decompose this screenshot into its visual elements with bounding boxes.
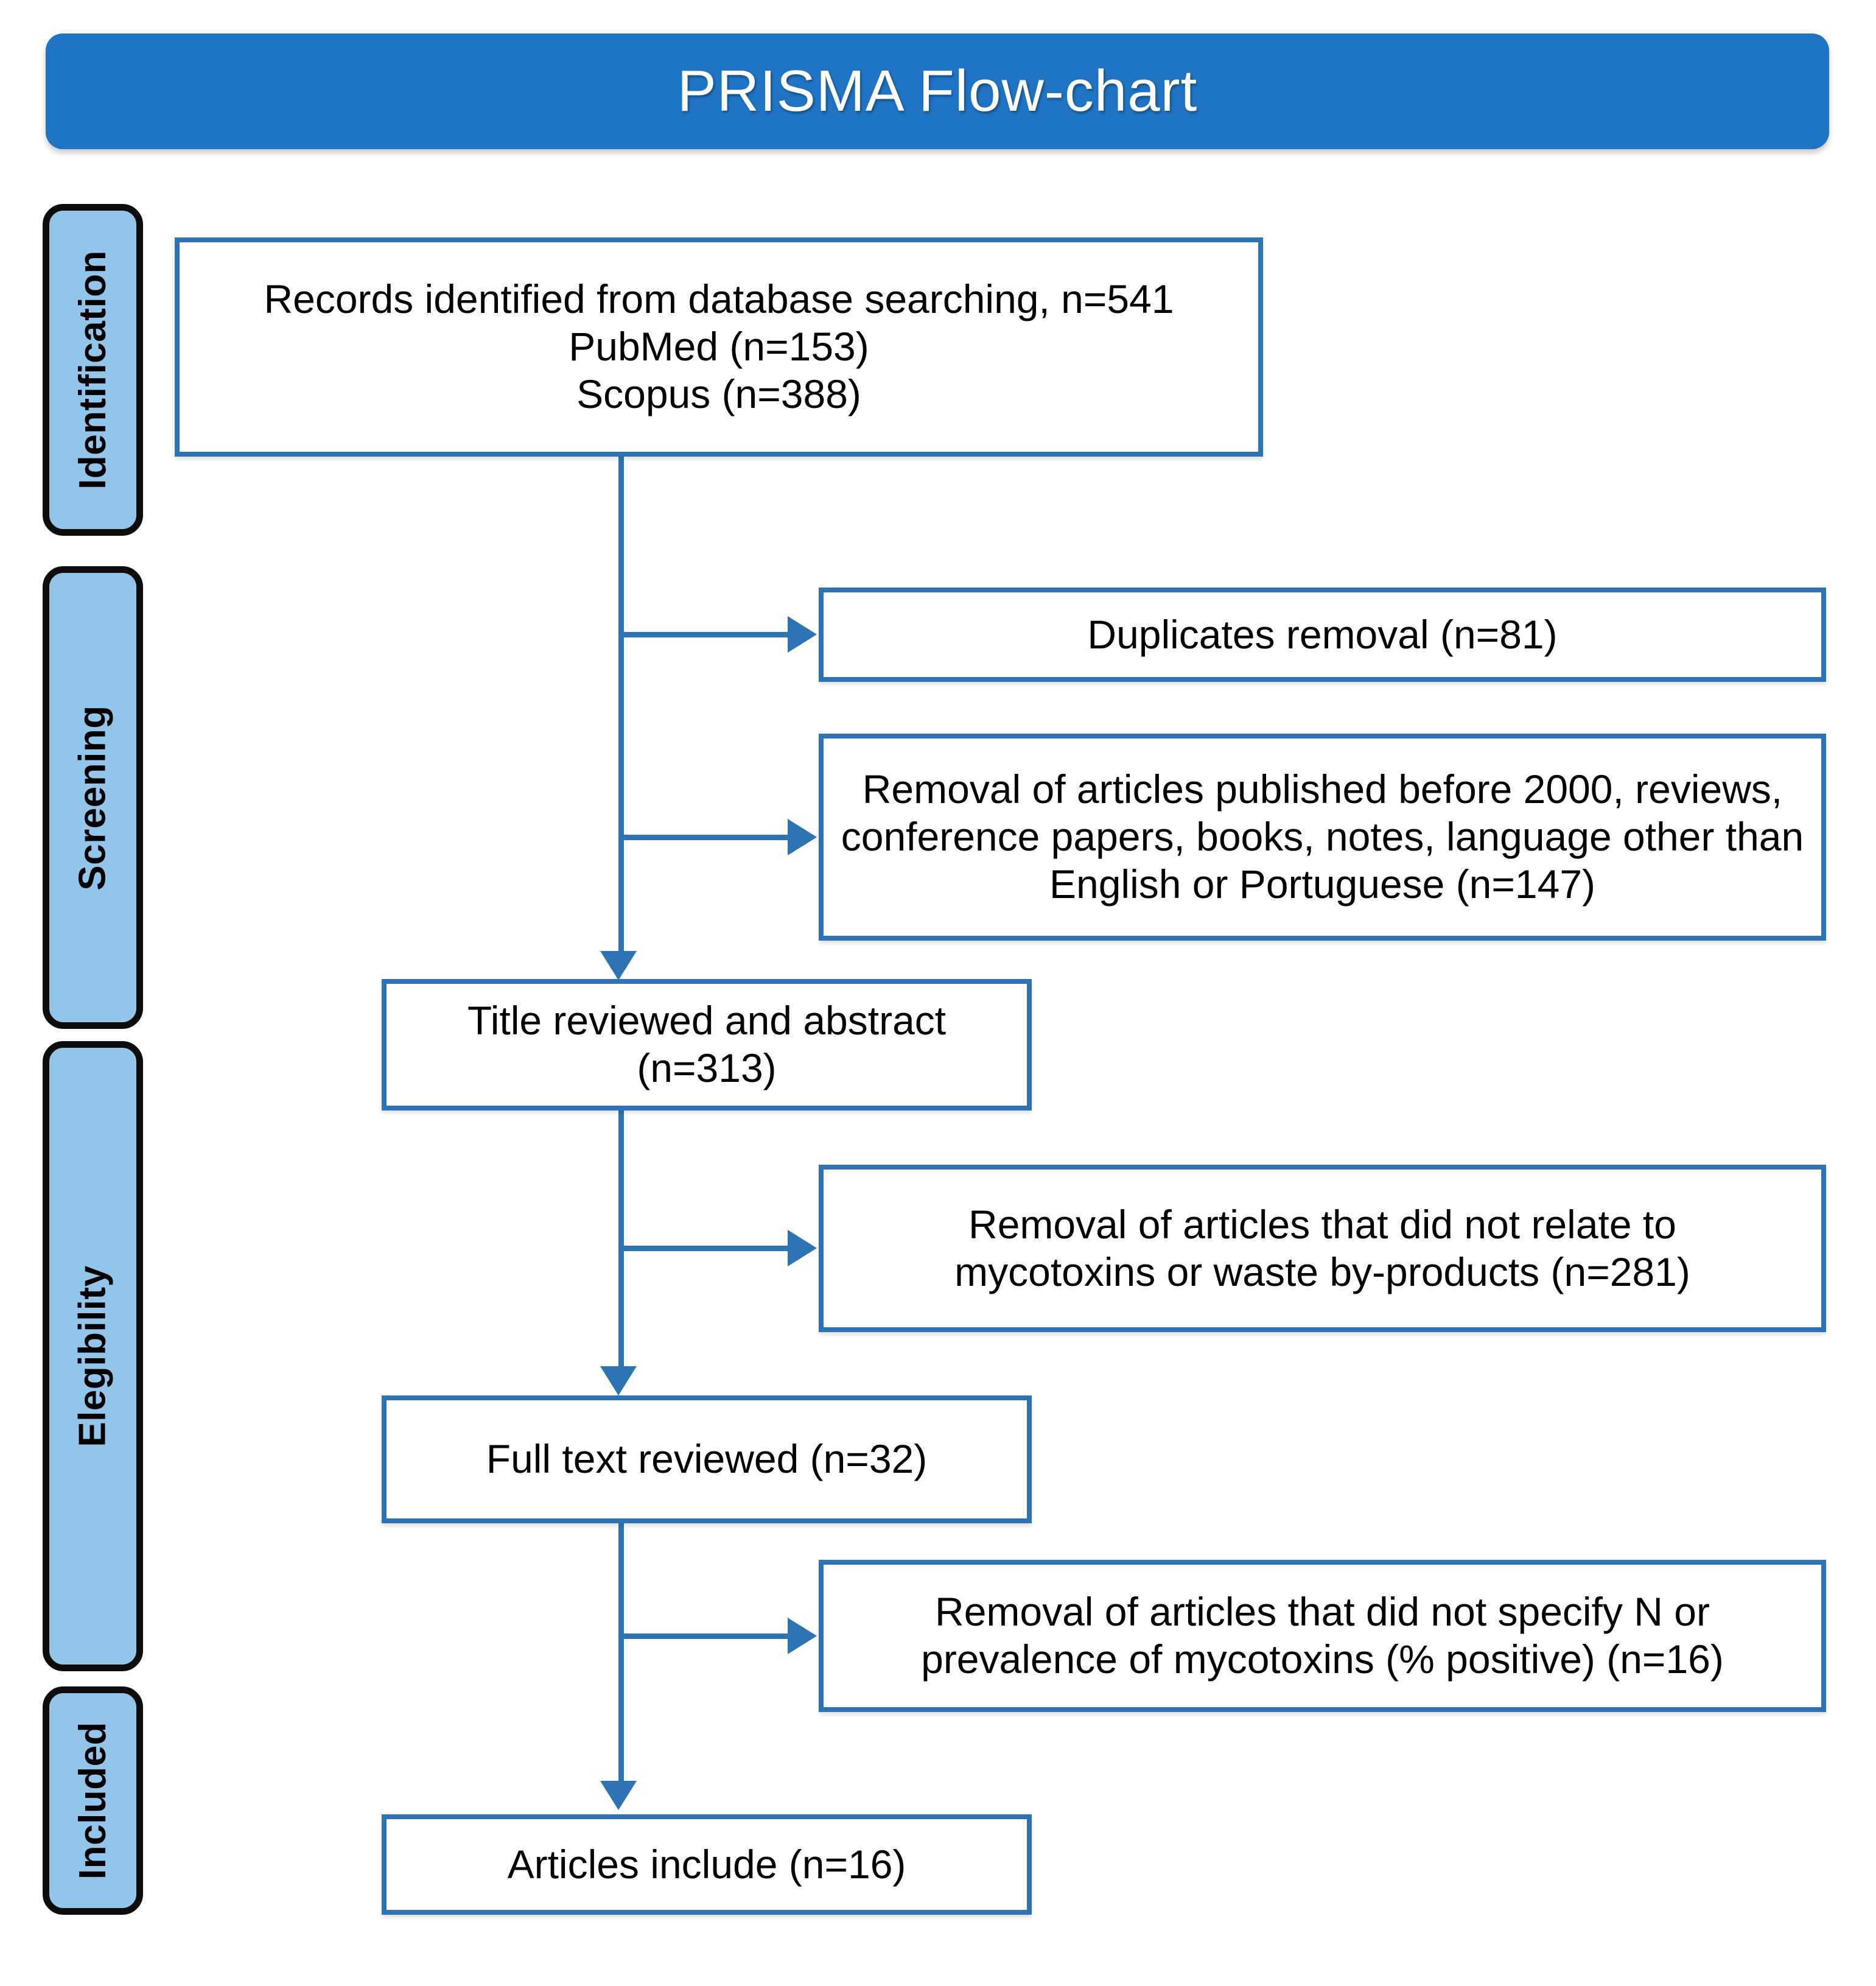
node-duplicates-removal: Duplicates removal (n=81) [819, 588, 1826, 682]
node-line: Removal of articles that did not specify… [935, 1589, 1710, 1635]
node-articles-included: Articles include (n=16) [382, 1814, 1032, 1915]
stage-label-text: Included [72, 1722, 114, 1879]
node-records-identified: Records identified from database searchi… [175, 237, 1263, 457]
stage-label-text: Identification [72, 250, 114, 489]
node-line: Title reviewed and abstract [467, 998, 947, 1044]
arrowhead-right-icon [788, 819, 817, 855]
node-full-text-reviewed: Full text reviewed (n=32) [382, 1395, 1032, 1523]
node-line: Records identified from database searchi… [264, 276, 1174, 322]
node-mycotoxin-exclusion: Removal of articles that did not relate … [819, 1165, 1826, 1332]
arrowhead-down-icon [600, 1781, 637, 1810]
page-title: PRISMA Flow-chart [677, 58, 1198, 124]
connector-records-to-duplicates [618, 632, 789, 637]
node-title-abstract-reviewed: Title reviewed and abstract (n=313) [382, 979, 1032, 1111]
arrowhead-down-icon [600, 1366, 637, 1395]
stage-label-identification: Identification [43, 204, 143, 536]
node-prevalence-exclusion: Removal of articles that did not specify… [819, 1560, 1826, 1712]
chart-title-banner: PRISMA Flow-chart [46, 33, 1829, 149]
node-line: Full text reviewed (n=32) [486, 1436, 928, 1482]
arrowhead-right-icon [788, 1230, 817, 1266]
node-line: Removal of articles published before 200… [862, 767, 1783, 812]
node-line: Removal of articles that did not relate … [968, 1201, 1676, 1247]
stage-label-screening: Screening [43, 566, 143, 1029]
connector-full-text-to-included [618, 1523, 624, 1782]
connector-records-to-title-abstract [618, 457, 624, 962]
node-line: prevalence of mycotoxins (% positive) (n… [921, 1637, 1724, 1682]
stage-label-elegibility: Elegibility [43, 1041, 143, 1671]
node-line: (n=313) [637, 1045, 777, 1090]
connector-title-abstract-to-mycotoxin-exclusion [618, 1246, 789, 1251]
stage-label-included: Included [43, 1686, 143, 1915]
node-line: mycotoxins or waste by-products (n=281) [954, 1249, 1690, 1294]
arrowhead-right-icon [788, 616, 817, 653]
arrowhead-right-icon [788, 1618, 817, 1654]
connector-records-to-screening-exclusion [618, 835, 789, 840]
stage-label-text: Elegibility [72, 1265, 114, 1447]
node-line: English or Portuguese (n=147) [1049, 861, 1596, 907]
node-line: PubMed (n=153) [569, 324, 869, 370]
arrowhead-down-icon [600, 951, 637, 980]
node-screening-exclusion: Removal of articles published before 200… [819, 734, 1826, 941]
node-line: Duplicates removal (n=81) [1087, 611, 1558, 657]
stage-label-text: Screening [72, 704, 114, 891]
node-line: conference papers, books, notes, languag… [841, 814, 1804, 860]
node-line: Scopus (n=388) [576, 371, 861, 416]
connector-title-abstract-to-full-text [618, 1111, 624, 1366]
node-line: Articles include (n=16) [507, 1841, 906, 1887]
connector-full-text-to-prevalence-exclusion [618, 1633, 789, 1639]
